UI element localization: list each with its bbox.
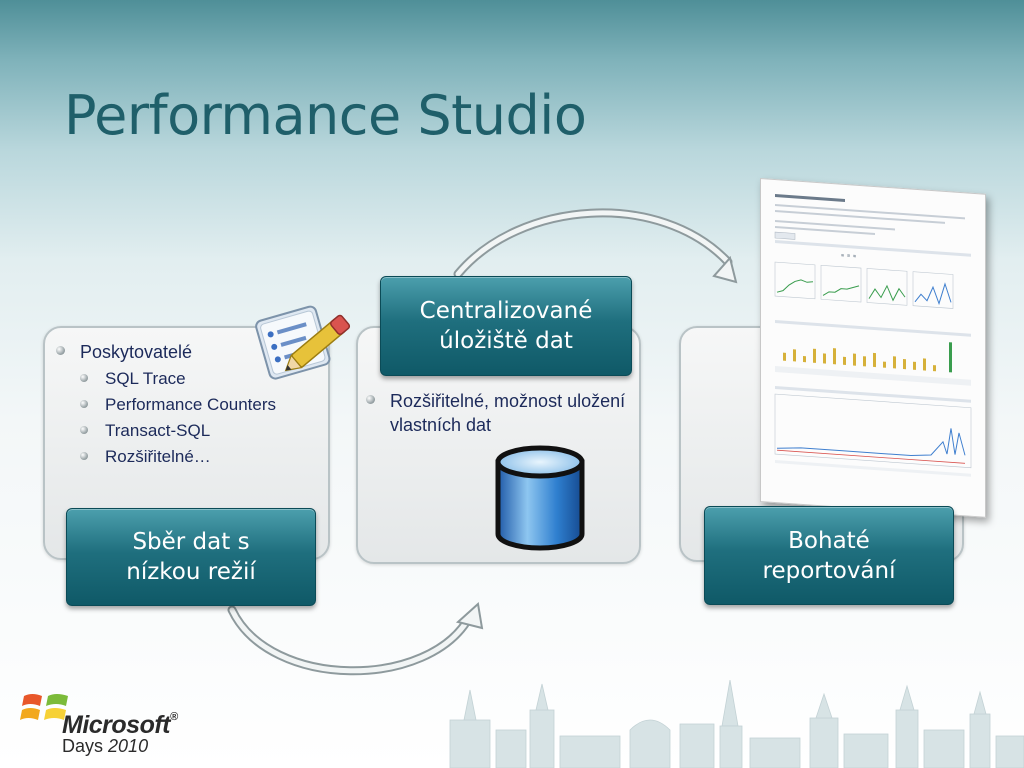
database-cylinder-icon <box>495 445 585 551</box>
providers-sublist: SQL Trace Performance Counters Transact-… <box>80 366 276 470</box>
data-collection-label: Sběr dat s nízkou režií <box>126 529 256 585</box>
report-preview: ≡ ≡ ≡ <box>774 194 972 477</box>
arrow-bottom <box>227 602 484 676</box>
bullet-icon <box>80 426 88 434</box>
bullet-icon <box>80 400 88 408</box>
bullet-icon <box>56 346 65 355</box>
bullet-icon <box>80 374 88 382</box>
provider-item: SQL Trace <box>105 369 186 388</box>
central-storage-label: Centralizované úložiště dat <box>419 298 593 354</box>
provider-item: Transact-SQL <box>105 421 211 440</box>
provider-item: Performance Counters <box>105 395 277 414</box>
report-document-icon: ≡ ≡ ≡ <box>760 178 986 518</box>
reporting-box: Bohaté reportování <box>704 506 954 605</box>
bullet-icon <box>80 452 88 460</box>
list-item: Transact-SQL <box>80 418 276 444</box>
bullet-icon <box>366 395 375 404</box>
arrow-top <box>453 208 738 284</box>
list-item: SQL Trace <box>80 366 276 392</box>
provider-item: Rozšiřitelné… <box>105 447 211 466</box>
list-item: Performance Counters <box>80 392 276 418</box>
event-year: 2010 <box>108 736 149 756</box>
central-storage-box: Centralizované úložiště dat <box>380 276 632 376</box>
list-item: Poskytovatelé <box>56 340 192 364</box>
microsoft-flag-logo <box>20 694 68 720</box>
notepad-pencil-icon <box>255 305 351 380</box>
slide-title: Performance Studio <box>64 84 587 147</box>
providers-list: Poskytovatelé <box>56 340 192 364</box>
microsoft-logo-text: Microsoft® <box>62 711 178 740</box>
svg-text:≡ ≡ ≡: ≡ ≡ ≡ <box>841 253 856 260</box>
list-item: Rozšiřitelné, možnost uložení vlastních … <box>366 389 640 437</box>
event-label: Days <box>62 736 104 756</box>
data-collection-box: Sběr dat s nízkou režií <box>66 508 316 606</box>
providers-label: Poskytovatelé <box>80 342 193 362</box>
brand-name: Microsoft <box>62 711 171 739</box>
storage-list: Rozšiřitelné, možnost uložení vlastních … <box>366 389 640 437</box>
event-name: Days 2010 <box>62 736 148 757</box>
trademark-symbol: ® <box>170 711 178 723</box>
list-item: Rozšiřitelné… <box>80 444 276 470</box>
reporting-label: Bohaté reportování <box>762 527 896 584</box>
storage-bullet: Rozšiřitelné, možnost uložení vlastních … <box>390 391 626 435</box>
city-skyline-image <box>449 680 1024 768</box>
